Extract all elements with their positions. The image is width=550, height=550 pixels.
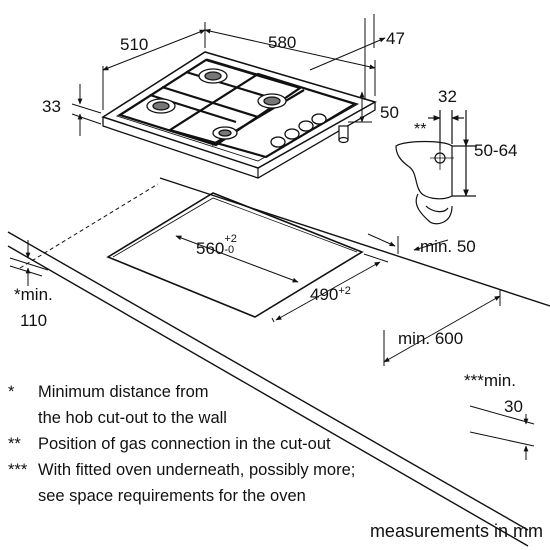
hob-depth-dim: 510 [120, 35, 149, 54]
gas-connection-detail [395, 110, 476, 225]
units-footer: measurements in mm [369, 521, 543, 541]
note-line: Position of gas connection in the cut-ou… [38, 435, 331, 453]
wall-gap-dim: min. 50 [420, 237, 476, 256]
wall-clearance-marker: * [14, 285, 21, 304]
hob-connection-offset-dim: 50 [380, 103, 399, 122]
oven-clearance-dim: ***min. [464, 372, 516, 389]
wall-clearance-value: 110 [20, 311, 48, 330]
cutout-width-dim: 560+2-0 [196, 234, 237, 258]
cutout-width-base: 560 [196, 239, 225, 258]
gas-connection-height-dim: 50-64 [474, 141, 518, 160]
note-mark: ** [8, 435, 21, 453]
note-line: see space requirements for the oven [38, 487, 306, 505]
front-clearance-dim: min. 600 [398, 329, 464, 348]
cutout-width-plus: +2 [224, 233, 237, 245]
hob-side-offset-dim: 47 [386, 29, 405, 48]
note-line: Minimum distance from [38, 383, 209, 401]
oven-clearance-value: 30 [504, 397, 523, 416]
note-mark: * [8, 383, 15, 401]
note-line: the hob cut-out to the wall [38, 409, 227, 427]
note-line: With fitted oven underneath, possibly mo… [38, 461, 356, 479]
cutout-depth-plus: +2 [338, 285, 351, 297]
worktop [7, 177, 550, 547]
gas-connection-width-dim: 32 [438, 87, 457, 106]
gas-connection-marker: ** [414, 121, 427, 138]
hob-width-dim: 580 [268, 33, 297, 52]
hob-dimension-lines [71, 14, 386, 136]
cutout-depth-dim: 490+2 [310, 285, 351, 304]
oven-clearance-marker: *** [464, 371, 484, 390]
hob [101, 51, 377, 179]
cutout-width-minus: -0 [224, 244, 235, 256]
wall-reference-line [19, 183, 159, 269]
cutout-opening [106, 192, 364, 318]
hob-height-dim: 33 [42, 97, 61, 116]
wall-clearance-dim: *min. [14, 286, 53, 303]
wall-clearance-label: min. [20, 285, 53, 304]
cutout-dimension-lines [9, 233, 535, 460]
cutout-depth-base: 490 [310, 285, 339, 304]
note-mark: *** [8, 461, 28, 479]
oven-clearance-label: min. [483, 371, 516, 390]
